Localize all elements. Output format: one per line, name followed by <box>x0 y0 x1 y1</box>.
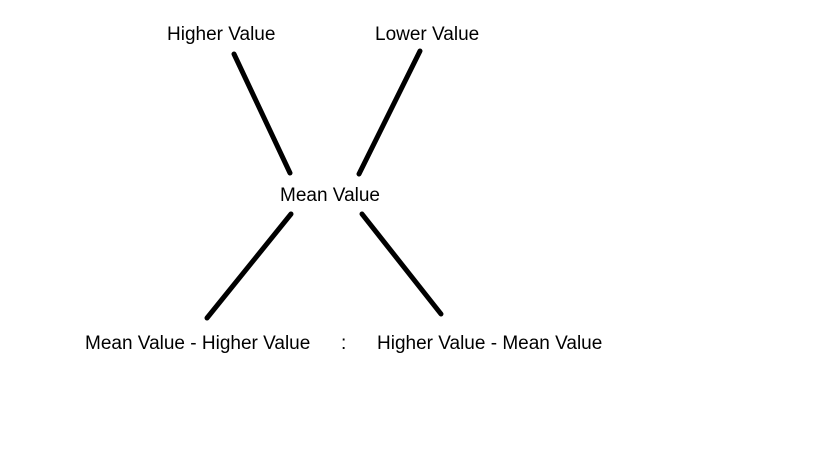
ratio-colon-separator: : <box>341 333 347 354</box>
line-mean-to-bottom-right <box>359 211 444 317</box>
label-ratio-right-term: Higher Value - Mean Value <box>377 333 603 354</box>
label-higher-value: Higher Value <box>167 24 276 45</box>
line-higher-to-mean <box>231 51 293 176</box>
label-lower-value: Lower Value <box>375 24 480 45</box>
line-mean-to-bottom-left <box>204 211 294 321</box>
label-mean-value: Mean Value <box>280 185 380 206</box>
line-lower-to-mean <box>356 48 423 177</box>
label-ratio-left-term: Mean Value - Higher Value <box>85 333 311 354</box>
